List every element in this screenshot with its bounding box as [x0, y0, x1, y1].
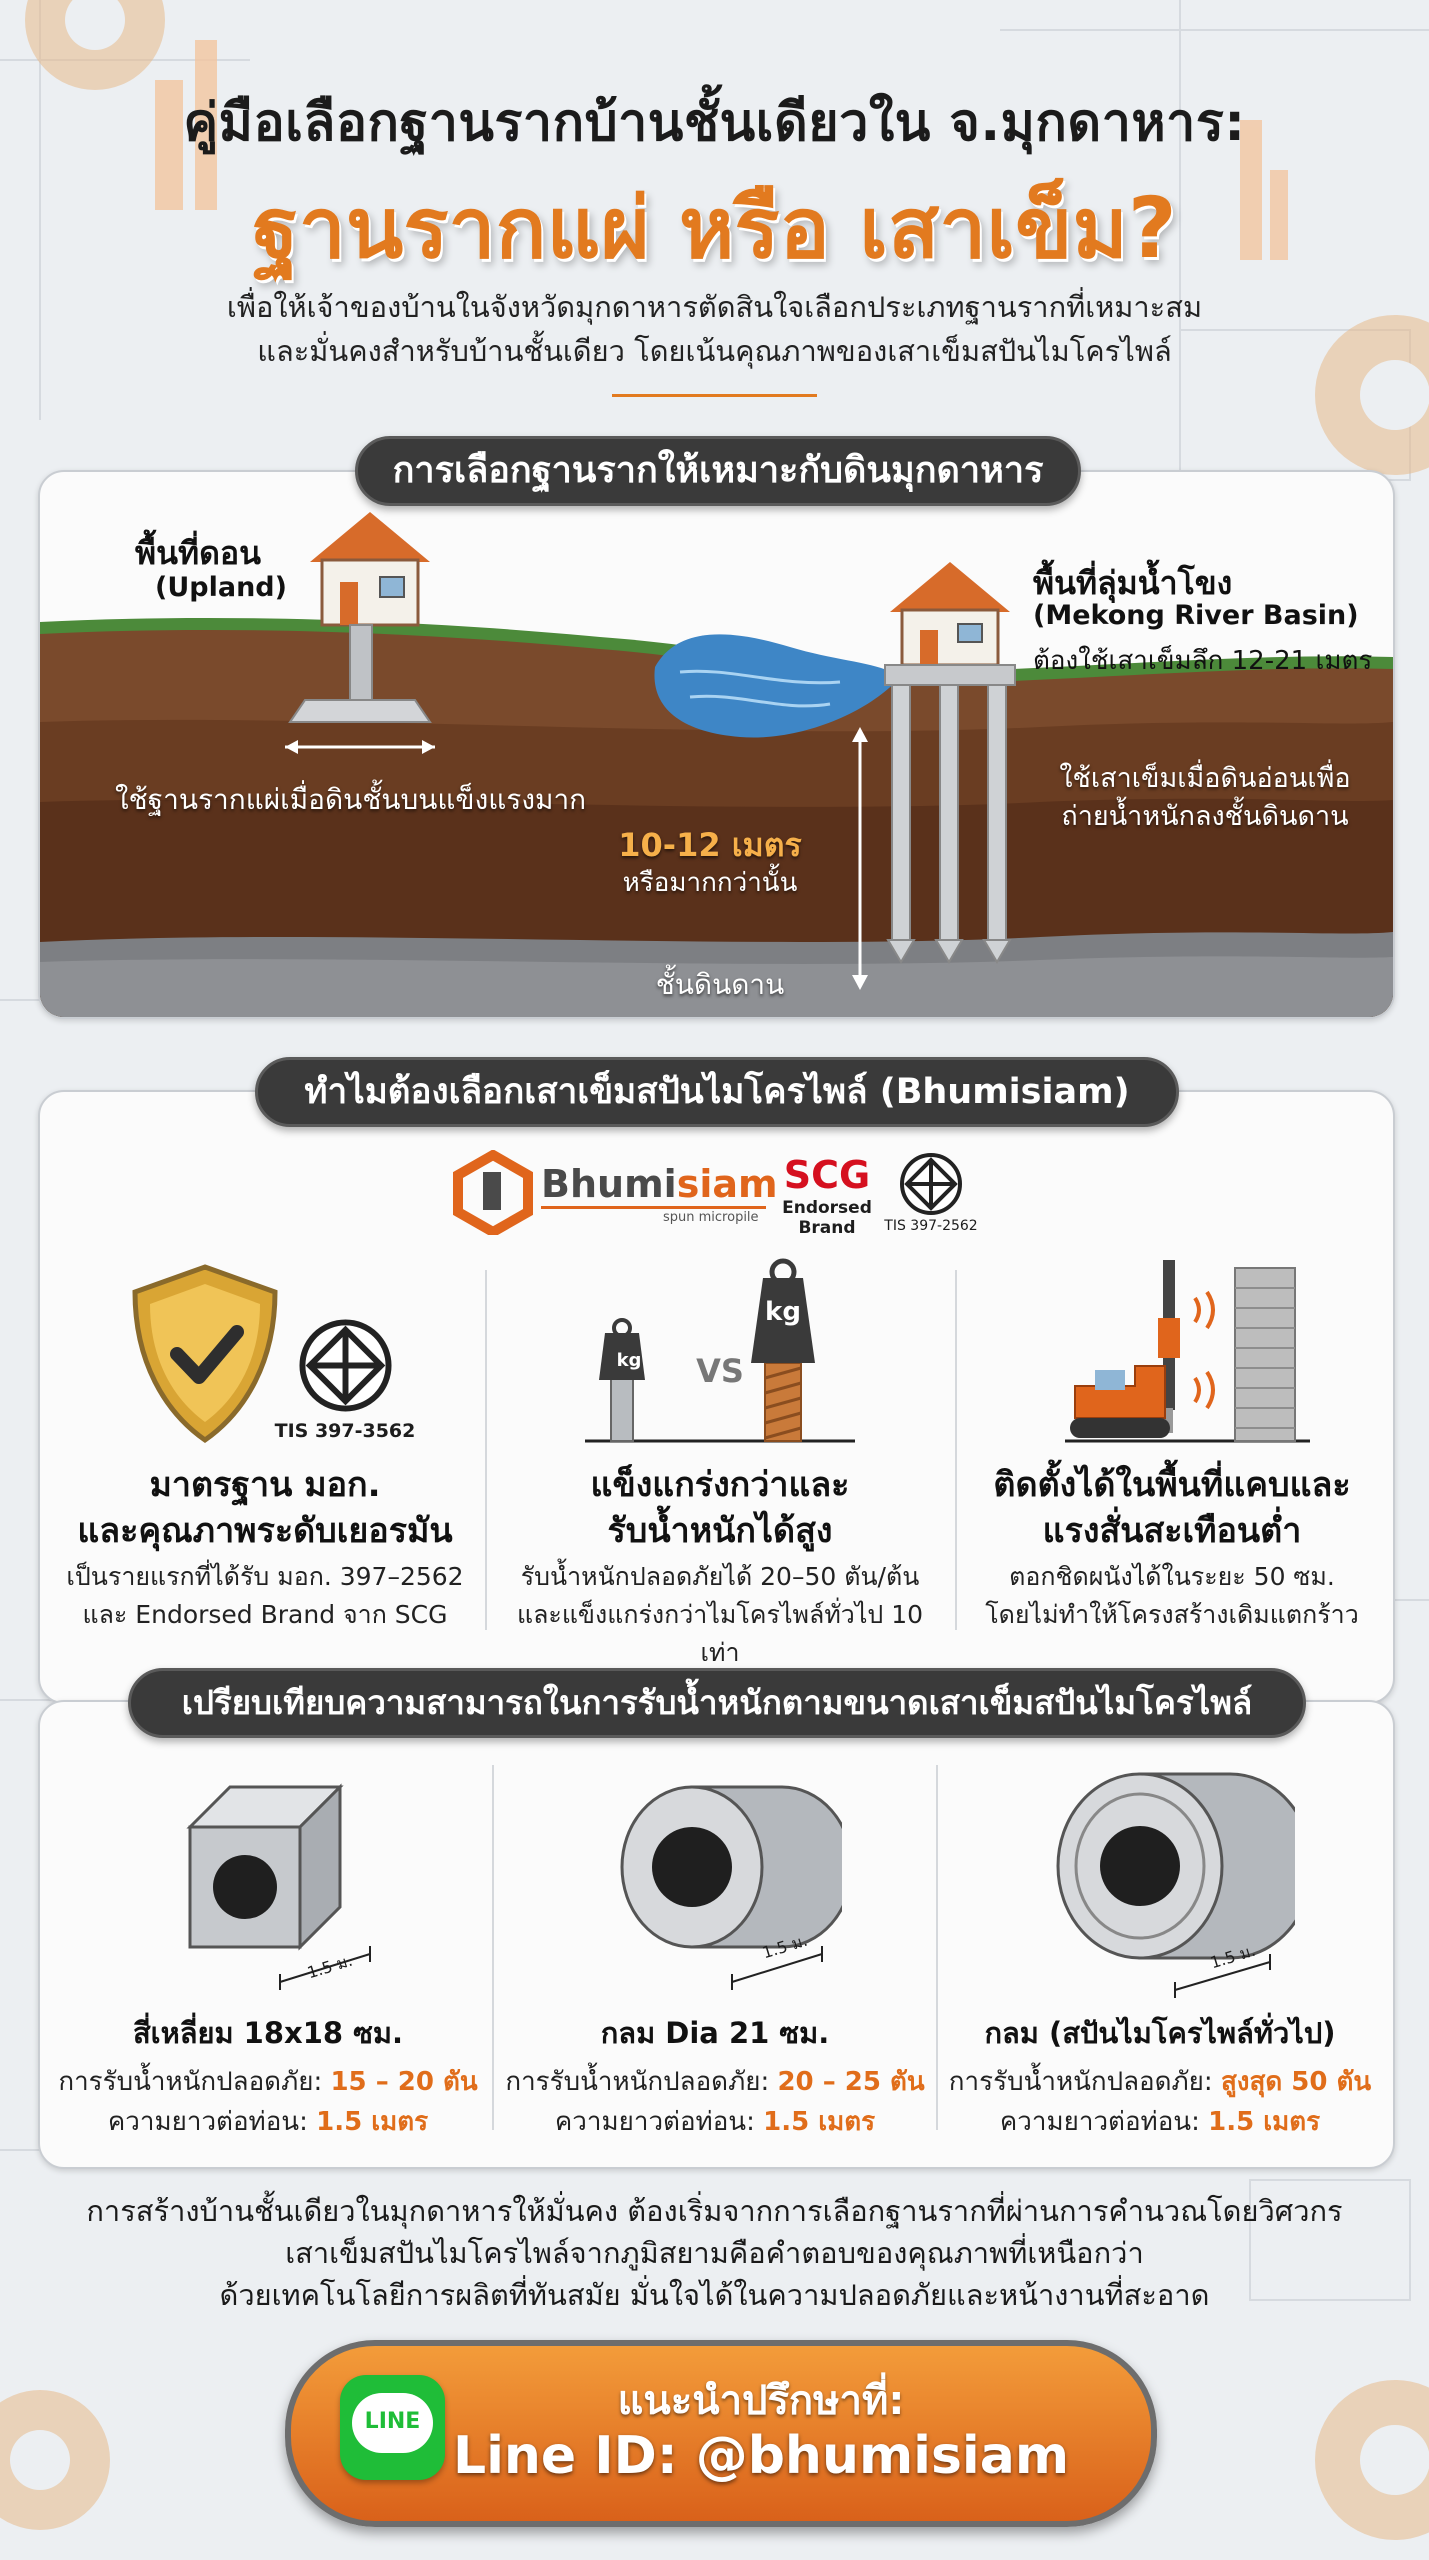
- load-value: 15 – 20 ตัน: [330, 2067, 478, 2097]
- scg-logo: SCG: [783, 1153, 871, 1197]
- length-value: 1.5 เมตร: [316, 2107, 429, 2137]
- soil-cross-section-illustration: [40, 512, 1393, 1017]
- cta-line-id: Line ID: @bhumisiam: [452, 2426, 1070, 2486]
- tis-logo-icon: [900, 1153, 962, 1215]
- bhumisiam-logo: Bhumisiam spun micropile: [453, 1150, 778, 1235]
- conclusion-text: การสร้างบ้านชั้นเดียวในมุกดาหารให้มั่นคง…: [60, 2190, 1369, 2316]
- line-logo-text: LINE: [364, 2409, 421, 2434]
- feature-standard-desc: เป็นรายแรกที่ได้รับ มอก. 397–2562 และ En…: [50, 1558, 480, 1634]
- page-title: คู่มือเลือกฐานรากบ้านชั้นเดียวใน จ.มุกดา…: [183, 93, 1246, 153]
- load-label: การรับน้ำหนักปลอดภัย:: [505, 2067, 770, 2097]
- page-headline: ฐานรากแผ่ หรือ เสาเข็ม?: [252, 179, 1177, 277]
- upland-label: พื้นที่ดอน: [135, 534, 261, 572]
- load-value: สูงสุด 50 ตัน: [1220, 2067, 1372, 2097]
- feature-standard-title: มาตรฐาน มอก. และคุณภาพระดับเยอรมัน: [50, 1462, 480, 1554]
- scg-endorsed-label: Endorsed Brand: [777, 1198, 877, 1238]
- pile-length: ความยาวต่อท่อน: 1.5 เมตร: [495, 2102, 935, 2142]
- pile-load: การรับน้ำหนักปลอดภัย: 15 – 20 ตัน: [48, 2062, 488, 2102]
- upland-house-icon: [310, 512, 430, 627]
- basin-note-line-2: ถ่ายน้ำหนักลงชั้นดินดาน: [1061, 801, 1349, 832]
- feature-standard-title-line-2: และคุณภาพระดับเยอรมัน: [77, 1511, 453, 1551]
- brand-name-part2: siam: [676, 1162, 778, 1206]
- feature-strength-title-line-1: แข็งแกร่งกว่าและ: [590, 1465, 850, 1505]
- basin-requirement: ต้องใช้เสาเข็มลึก 12-21 เมตร: [1033, 646, 1373, 676]
- length-value: 1.5 เมตร: [763, 2107, 876, 2137]
- scg-endorsed-line-2: Brand: [798, 1218, 856, 1238]
- subtitle-line-1: เพื่อให้เจ้าของบ้านในจังหวัดมุกดาหารตัดส…: [226, 290, 1203, 324]
- feature-install-title-line-1: ติดตั้งได้ในพื้นที่แคบและ: [993, 1465, 1351, 1505]
- feature-strength-title-line-2: รับน้ำหนักได้สูง: [607, 1511, 833, 1551]
- square-pile-icon: [186, 1783, 371, 1990]
- pile-name: กลม Dia 21 ซม.: [600, 2016, 830, 2050]
- bhumisiam-logo-icon: [453, 1150, 533, 1235]
- brand-name-part1: Bhumi: [541, 1162, 677, 1206]
- feature-strength-desc: รับน้ำหนักปลอดภัยได้ 20–50 ตัน/ต้น และแข…: [495, 1558, 945, 1672]
- compare-section-heading: เปรียบเทียบความสามารถในการรับน้ำหนักตามข…: [128, 1668, 1306, 1738]
- pile-load: การรับน้ำหนักปลอดภัย: สูงสุด 50 ตัน: [940, 2062, 1380, 2102]
- weight-comparison-icon: [585, 1258, 855, 1443]
- load-value: 20 – 25 ตัน: [777, 2067, 925, 2097]
- brand-tagline: spun micropile: [663, 1210, 759, 1225]
- column-divider: [492, 1765, 494, 2130]
- basin-house-icon: [890, 562, 1010, 667]
- feature-strength-desc-line-1: รับน้ำหนักปลอดภัยได้ 20–50 ตัน/ต้น: [520, 1562, 920, 1591]
- pile-name: กลม (สปันไมโครไพล์ทั่วไป): [984, 2016, 1336, 2050]
- feature-install-desc-line-1: ตอกชิดผนังได้ในระยะ 50 ซม.: [1009, 1562, 1335, 1591]
- pile-load: การรับน้ำหนักปลอดภัย: 20 – 25 ตัน: [495, 2062, 935, 2102]
- feature-install-desc-line-2: โดยไม่ทำให้โครงสร้างเดิมแตกร้าว: [985, 1600, 1359, 1629]
- round-pile-icon: [620, 1785, 842, 1990]
- line-app-icon[interactable]: LINE: [340, 2375, 445, 2480]
- feature-strength-desc-line-2: และแข็งแกร่งกว่าไมโครไพล์ทั่วไป 10 เท่า: [516, 1600, 924, 1667]
- column-divider: [955, 1270, 957, 1630]
- length-label: ความยาวต่อท่อน:: [554, 2107, 755, 2137]
- why-section-heading: ทำไมต้องเลือกเสาเข็มสปันไมโครไพล์ (Bhumi…: [255, 1057, 1179, 1127]
- tis-badge-label: TIS 397-3562: [274, 1420, 416, 1442]
- depth-note: หรือมากกว่านั้น: [622, 868, 798, 898]
- subtitle-line-2: และมั่นคงสำหรับบ้านชั้นเดียว โดยเน้นคุณภ…: [257, 334, 1172, 368]
- feature-standard-title-line-1: มาตรฐาน มอก.: [149, 1465, 381, 1505]
- soil-panel: [38, 470, 1395, 1019]
- basin-label-en: (Mekong River Basin): [1033, 600, 1359, 631]
- weight-label-small: kg: [616, 1350, 642, 1371]
- pile-name: สี่เหลี่ยม 18x18 ซม.: [132, 2016, 404, 2050]
- length-label: ความยาวต่อท่อน:: [107, 2107, 308, 2137]
- feature-standard-desc-line-1: เป็นรายแรกที่ได้รับ มอก. 397–2562: [66, 1562, 464, 1591]
- basin-label: พื้นที่ลุ่มน้ำโขง: [1033, 564, 1233, 602]
- round-large-pile-icon: [1056, 1772, 1295, 1998]
- conclusion-line-1: การสร้างบ้านชั้นเดียวในมุกดาหารให้มั่นคง…: [86, 2194, 1343, 2228]
- upland-label-en: (Upland): [155, 572, 287, 603]
- feature-install-title: ติดตั้งได้ในพื้นที่แคบและ แรงสั่นสะเทือน…: [962, 1462, 1382, 1554]
- basin-note-line-1: ใช้เสาเข็มเมื่อดินอ่อนเพื่อ: [1059, 763, 1351, 794]
- feature-strength-title: แข็งแกร่งกว่าและ รับน้ำหนักได้สูง: [495, 1462, 945, 1554]
- basin-note: ใช้เสาเข็มเมื่อดินอ่อนเพื่อ ถ่ายน้ำหนักล…: [1035, 760, 1375, 836]
- column-divider: [936, 1765, 938, 2130]
- pile-length: ความยาวต่อท่อน: 1.5 เมตร: [940, 2102, 1380, 2142]
- divider: [612, 394, 817, 397]
- feature-install-desc: ตอกชิดผนังได้ในระยะ 50 ซม. โดยไม่ทำให้โค…: [962, 1558, 1382, 1634]
- feature-install-title-line-2: แรงสั่นสะเทือนต่ำ: [1042, 1511, 1302, 1551]
- feature-standard-desc-line-2: และ Endorsed Brand จาก SCG: [82, 1600, 448, 1629]
- vs-label: VS: [696, 1352, 744, 1390]
- length-label: ความยาวต่อท่อน:: [999, 2107, 1200, 2137]
- cta-label: แนะนำปรึกษาที่:: [617, 2378, 905, 2424]
- tis-top-label: TIS 397-2562: [884, 1218, 978, 1234]
- length-value: 1.5 เมตร: [1208, 2107, 1321, 2137]
- hard-layer-label: ชั้นดินดาน: [655, 968, 785, 1001]
- weight-label-large: kg: [765, 1297, 801, 1327]
- soil-section-heading: การเลือกฐานรากให้เหมาะกับดินมุกดาหาร: [355, 436, 1081, 506]
- page-subtitle: เพื่อให้เจ้าของบ้านในจังหวัดมุกดาหารตัดส…: [100, 285, 1329, 373]
- upland-note: ใช้ฐานรากแผ่เมื่อดินชั้นบนแข็งแรงมาก: [115, 783, 587, 816]
- load-label: การรับน้ำหนักปลอดภัย:: [58, 2067, 323, 2097]
- depth-value: 10-12 เมตร: [618, 826, 802, 864]
- conclusion-line-2: เสาเข็มสปันไมโครไพล์จากภูมิสยามคือคำตอบข…: [285, 2236, 1144, 2270]
- tis-badge-icon: [299, 1319, 392, 1412]
- load-label: การรับน้ำหนักปลอดภัย:: [948, 2067, 1213, 2097]
- column-divider: [485, 1270, 487, 1630]
- shield-check-icon: [132, 1264, 278, 1444]
- pile-driver-icon: [1065, 1260, 1310, 1443]
- scg-endorsed-line-1: Endorsed: [782, 1198, 872, 1218]
- conclusion-line-3: ด้วยเทคโนโลยีการผลิตที่ทันสมัย มั่นใจได้…: [219, 2278, 1210, 2312]
- pile-length: ความยาวต่อท่อน: 1.5 เมตร: [48, 2102, 488, 2142]
